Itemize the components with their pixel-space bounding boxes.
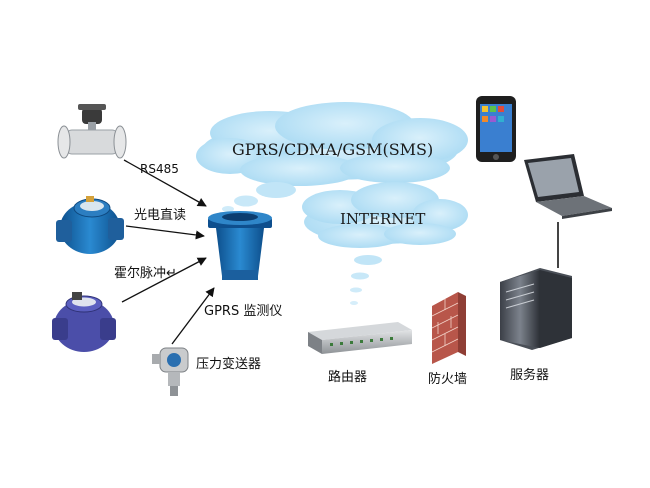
laptop-icon <box>524 154 612 219</box>
cloud-puff <box>350 287 362 293</box>
router-icon <box>308 322 412 354</box>
arrow-pressure <box>171 287 215 345</box>
server-icon <box>500 222 572 350</box>
rs485-label: RS485 <box>140 162 179 176</box>
router-label: 路由器 <box>328 370 368 385</box>
arrow-optical <box>125 225 205 240</box>
pressure-label: 压力变送器 <box>196 357 262 372</box>
cloud-gprs-label: GPRS/CDMA/GSM(SMS) <box>232 140 434 159</box>
cloud-internet-label: INTERNET <box>340 210 426 228</box>
server-label: 服务器 <box>510 368 550 383</box>
pressure-transmitter-icon <box>152 347 189 396</box>
arrow-rs485 <box>123 159 207 207</box>
optical-label: 光电直读 <box>134 208 187 223</box>
cloud-puff <box>354 255 382 265</box>
firewall-label: 防火墙 <box>428 372 468 387</box>
cloud-puff <box>351 272 369 280</box>
blue-water-meter-icon <box>56 196 124 254</box>
cloud-puff <box>350 301 358 305</box>
purple-water-meter-icon <box>52 292 116 352</box>
smartphone-icon <box>476 96 516 162</box>
hall-label: 霍尔脉冲↵ <box>114 266 177 281</box>
cloud-gprs <box>196 102 468 186</box>
cloud-puff <box>222 206 234 212</box>
cloud-puff <box>256 182 296 198</box>
turbine-flow-meter-icon <box>57 104 127 159</box>
gprs-monitor-device-icon <box>208 211 272 280</box>
firewall-icon <box>431 292 466 364</box>
cloud-puff <box>234 195 258 207</box>
monitor-label: GPRS 监测仪 <box>204 304 283 319</box>
cloud-internet <box>302 182 468 248</box>
arrow-hall <box>121 257 207 303</box>
